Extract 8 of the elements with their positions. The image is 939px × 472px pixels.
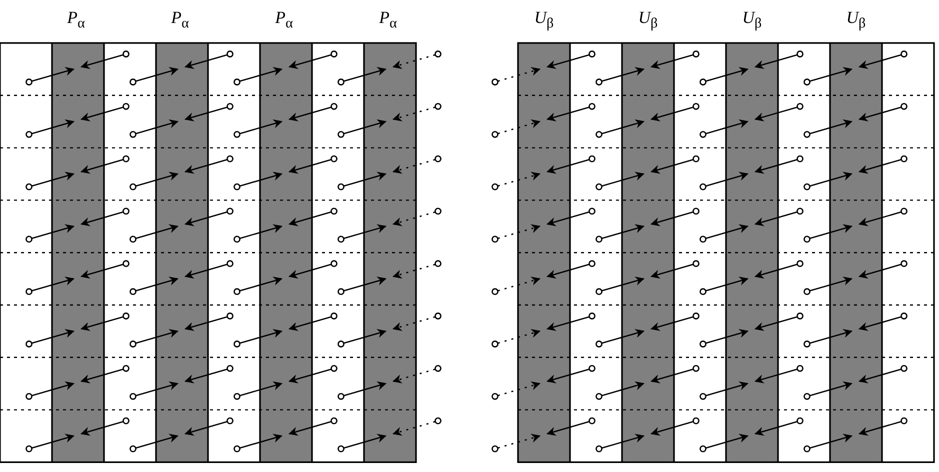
operator-label: P$_{α}$ (171, 8, 189, 32)
operator-label: P$_{α}$ (67, 8, 85, 32)
operator-label: P$_{α}$ (379, 8, 397, 32)
operator-label: U$_{β}$ (534, 8, 554, 32)
operator-label: U$_{β}$ (638, 8, 658, 32)
operator-label: P$_{α}$ (275, 8, 293, 32)
operator-label: U$_{β}$ (846, 8, 866, 32)
operator-label: U$_{β}$ (742, 8, 762, 32)
